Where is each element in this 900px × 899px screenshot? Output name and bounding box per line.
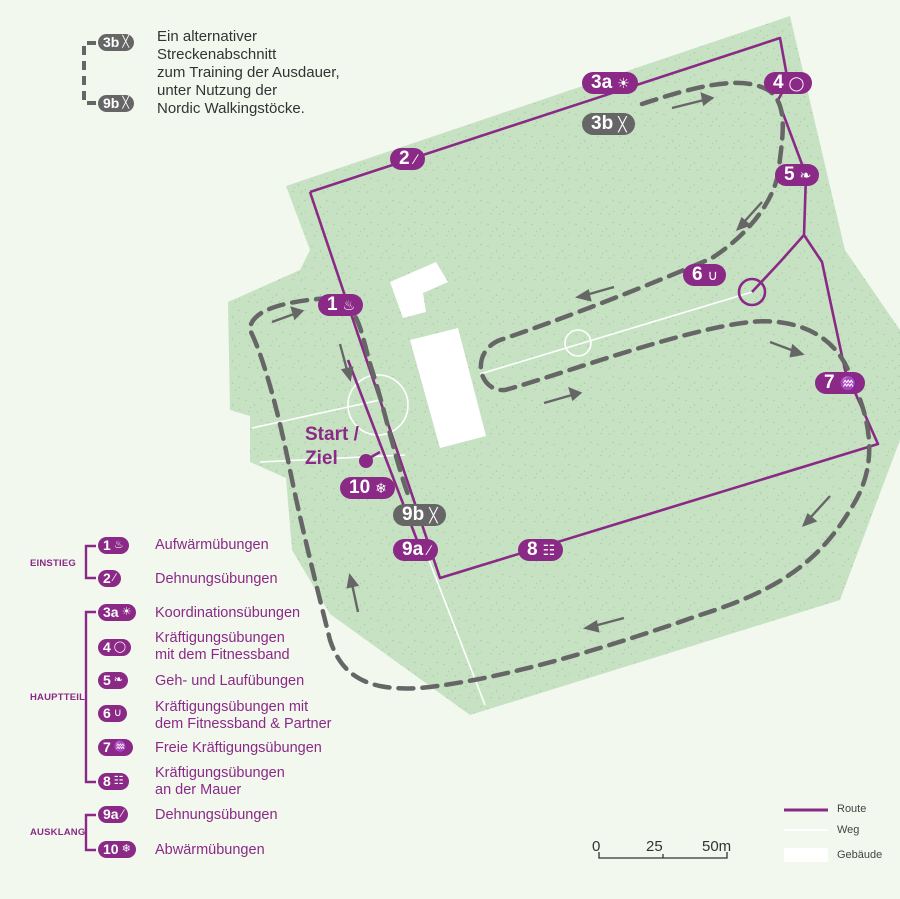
footprints-icon: ❧ xyxy=(799,167,812,183)
legend-section-ausklang: AUSKLANG xyxy=(30,827,86,838)
alt-note-badge-start: 3b╳ xyxy=(98,34,134,51)
legend-label-1: Aufwärmübungen xyxy=(155,537,269,553)
station-2[interactable]: 2∕ xyxy=(390,148,425,170)
station-3a[interactable]: 3a☀ xyxy=(582,72,638,94)
scale-label-25: 25 xyxy=(646,838,663,855)
plaza-circle-center xyxy=(564,329,592,357)
snowflake-icon: ❄ xyxy=(375,480,387,496)
legend-badge-4: 4◯ xyxy=(98,639,132,656)
stretch-icon: ∕ xyxy=(414,151,417,167)
direction-arrows xyxy=(271,92,831,633)
legend-badge-2: 2∕ xyxy=(98,570,121,587)
band-partner-icon: ∪ xyxy=(707,267,718,283)
alt-note-badge-end: 9b╳ xyxy=(98,95,134,112)
legend-section-einstieg: EINSTIEG xyxy=(30,558,76,569)
station-1[interactable]: 1♨ xyxy=(318,294,364,316)
legend-badge-7: 7♒ xyxy=(98,739,133,756)
legend-label-2: Dehnungsübungen xyxy=(155,571,278,587)
biceps-icon: ♒ xyxy=(839,375,858,391)
key-route-label: Route xyxy=(837,803,867,815)
wall-bricks-icon: ☷ xyxy=(113,775,124,787)
flame-icon: ♨ xyxy=(342,297,356,313)
station-8[interactable]: 8☷ xyxy=(518,539,564,561)
legend-badge-1: 1♨ xyxy=(98,537,129,554)
legend-badge-8: 8☷ xyxy=(98,773,129,790)
legend-badge-9a: 9a∕ xyxy=(98,806,129,823)
key-building-label: Gebäude xyxy=(837,849,883,861)
nordic-poles-icon: ╳ xyxy=(618,116,627,132)
dashed-tracks xyxy=(247,80,872,691)
footprints-icon: ❧ xyxy=(113,674,124,686)
start-finish-label: Start / Ziel xyxy=(305,424,359,469)
legend-label-4: Kräftigungsübungen mit dem Fitnessband xyxy=(155,630,290,663)
scale-label-50: 50m xyxy=(702,838,732,855)
wall-bricks-icon: ☷ xyxy=(542,542,556,558)
legend-badge-6: 6∪ xyxy=(98,705,127,722)
station-4[interactable]: 4◯ xyxy=(764,72,813,94)
legend-label-5: Geh- und Laufübungen xyxy=(155,673,305,689)
biceps-icon: ♒ xyxy=(113,741,128,753)
legend-brackets xyxy=(84,544,96,852)
alt-note-text: Ein alternativer Streckenabschnitt zum T… xyxy=(157,28,340,117)
station-5[interactable]: 5❧ xyxy=(775,164,820,186)
scale-bar xyxy=(598,852,728,859)
alt-note-bracket xyxy=(82,41,96,105)
legend-label-8: Kräftigungsübungen an der Mauer xyxy=(155,765,285,798)
legend-badge-10: 10❄ xyxy=(98,841,136,858)
station-6-circle xyxy=(737,277,767,307)
snowflake-icon: ❄ xyxy=(121,843,131,855)
nordic-poles-icon: ╳ xyxy=(122,97,129,109)
start-dot xyxy=(359,454,373,468)
station-9a[interactable]: 9a∕ xyxy=(393,539,439,561)
key-path-label: Weg xyxy=(837,824,860,836)
legend-badge-3a: 3a☀ xyxy=(98,604,137,621)
legend-badge-5: 5❧ xyxy=(98,672,129,689)
lightbulb-icon: ☀ xyxy=(121,606,132,618)
stretch-icon: ∕ xyxy=(121,808,124,820)
station-7[interactable]: 7♒ xyxy=(815,372,866,394)
band-partner-icon: ∪ xyxy=(113,707,122,719)
legend-section-hauptteil: HAUPTTEIL xyxy=(30,692,86,703)
legend-label-6: Kräftigungsübungen mit dem Fitnessband &… xyxy=(155,699,332,732)
legend-label-3a: Koordinationsübungen xyxy=(155,605,301,621)
scale-label-0: 0 xyxy=(592,838,601,855)
flame-icon: ♨ xyxy=(113,539,124,551)
station-10[interactable]: 10❄ xyxy=(340,477,395,499)
station-6[interactable]: 6∪ xyxy=(683,264,726,286)
band-loop-icon: ◯ xyxy=(788,75,805,91)
nordic-poles-icon: ╳ xyxy=(122,36,129,48)
lightbulb-icon: ☀ xyxy=(617,75,630,91)
park-area xyxy=(228,16,900,715)
stretch-icon: ∕ xyxy=(428,542,431,558)
nordic-poles-icon: ╳ xyxy=(429,507,438,523)
stretch-icon: ∕ xyxy=(113,572,116,584)
station-3b[interactable]: 3b╳ xyxy=(582,113,635,135)
legend-label-9a: Dehnungsübungen xyxy=(155,807,278,823)
legend-label-10: Abwärmübungen xyxy=(155,842,265,858)
buildings xyxy=(390,262,486,448)
station-9b[interactable]: 9b╳ xyxy=(393,504,446,526)
key-building-swatch xyxy=(784,848,828,862)
band-loop-icon: ◯ xyxy=(113,641,127,653)
legend-label-7: Freie Kräftigungsübungen xyxy=(155,740,322,756)
